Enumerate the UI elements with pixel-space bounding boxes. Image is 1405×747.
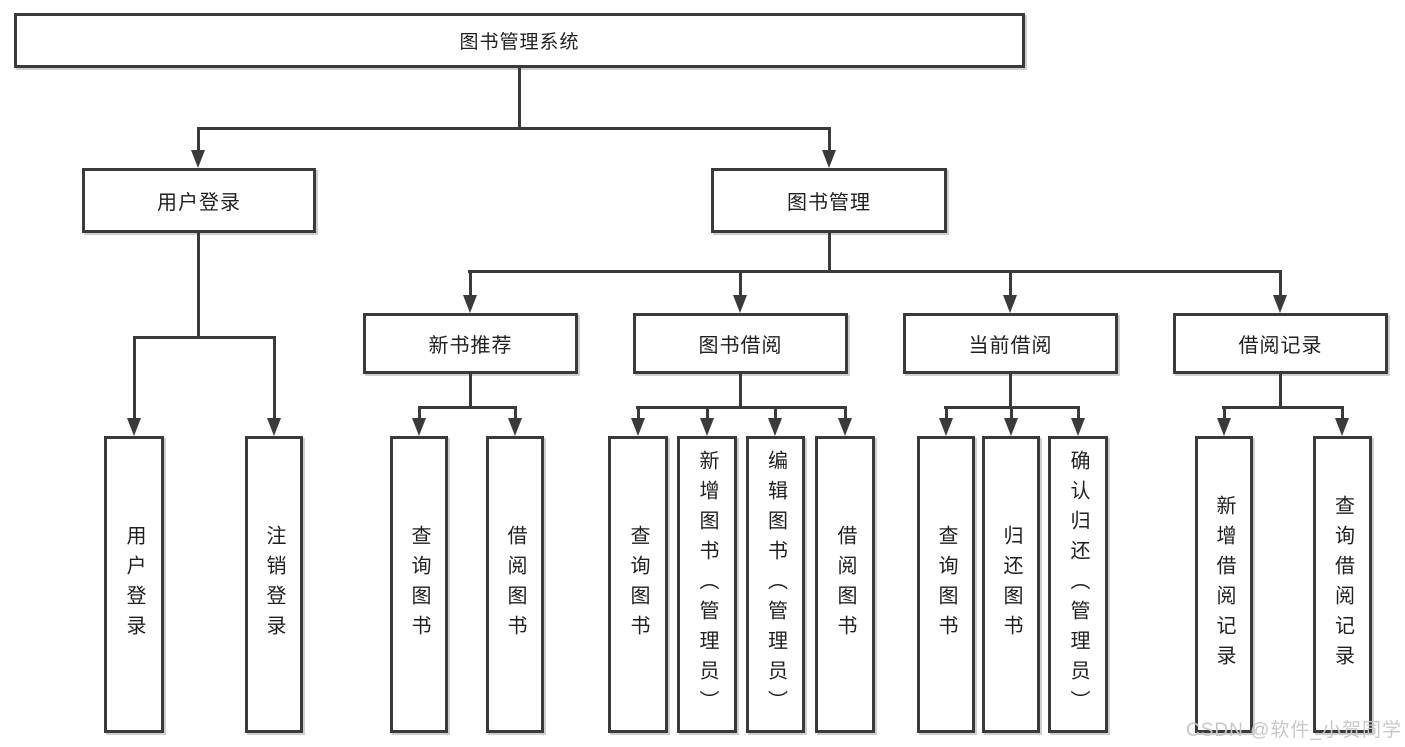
- leaf-borrow-books-recommend: 借阅图书: [486, 436, 544, 733]
- connector-to-leaf: [706, 406, 709, 422]
- arrow-down-icon: [127, 418, 141, 436]
- connector-user-login-stem: [197, 233, 200, 339]
- arrow-down-icon: [822, 150, 836, 168]
- connector-borrow-records-branch: [1222, 406, 1344, 409]
- connector-new-book-branch: [418, 406, 517, 409]
- node-label: 借阅记录: [1238, 335, 1323, 357]
- connector-to-leaf: [1223, 406, 1226, 422]
- arrow-down-icon: [1004, 418, 1018, 436]
- connector-book-management-stem: [828, 233, 831, 273]
- leaf-add-book-admin: 新增图书（管理员）: [677, 436, 737, 733]
- node-book-borrow: 图书借阅: [633, 313, 848, 374]
- connector-to-book-borrow: [739, 270, 742, 297]
- arrow-down-icon: [412, 418, 426, 436]
- leaf-confirm-return-admin: 确认归还（管理员）: [1048, 436, 1108, 733]
- node-label: 当前借阅: [968, 335, 1053, 357]
- arrow-down-icon: [768, 418, 782, 436]
- node-label: 新书推荐: [428, 335, 513, 357]
- arrow-down-icon: [1335, 418, 1349, 436]
- connector-book-borrow-branch: [636, 406, 847, 409]
- arrow-down-icon: [1217, 418, 1231, 436]
- connector-to-leaf: [774, 406, 777, 422]
- leaf-query-books-current: 查询图书: [917, 436, 975, 733]
- leaf-return-book: 归还图书: [982, 436, 1040, 733]
- node-book-management: 图书管理: [711, 168, 947, 233]
- arrow-down-icon: [838, 418, 852, 436]
- connector-to-book-management: [828, 127, 831, 155]
- node-label: 借阅图书: [504, 524, 526, 645]
- leaf-add-borrow-record: 新增借阅记录: [1195, 436, 1253, 733]
- node-label: 编辑图书（管理员）: [764, 449, 787, 720]
- connector-to-user-login: [197, 127, 200, 155]
- connector-to-leaf: [1341, 406, 1344, 422]
- node-current-borrow: 当前借阅: [903, 313, 1118, 374]
- arrow-down-icon: [631, 418, 645, 436]
- node-library-management-system: 图书管理系统: [14, 13, 1025, 68]
- node-label: 用户登录: [123, 524, 145, 645]
- connector-root-branch: [197, 127, 831, 130]
- arrow-down-icon: [939, 418, 953, 436]
- connector-borrow-records-stem: [1279, 374, 1282, 409]
- node-label: 注销登录: [263, 524, 285, 645]
- leaf-query-borrow-record: 查询借阅记录: [1313, 436, 1372, 733]
- connector-book-borrow-stem: [739, 374, 742, 409]
- connector-user-login-branch: [133, 336, 276, 339]
- leaf-user-login: 用户登录: [104, 436, 164, 733]
- node-label: 图书管理系统: [459, 32, 580, 53]
- connector-book-management-branch: [468, 270, 1282, 273]
- node-label: 查询图书: [627, 524, 649, 645]
- leaf-edit-book-admin: 编辑图书（管理员）: [746, 436, 805, 733]
- leaf-query-books-borrow: 查询图书: [608, 436, 668, 733]
- node-label: 查询图书: [408, 524, 430, 645]
- arrow-down-icon: [1273, 295, 1287, 313]
- arrow-down-icon: [1071, 418, 1085, 436]
- connector-to-leaf: [514, 406, 517, 422]
- watermark-text: CSDN @软件_小贺同学: [1186, 720, 1402, 741]
- node-label: 用户登录: [157, 192, 241, 214]
- arrow-down-icon: [463, 295, 477, 313]
- node-new-book-recommend: 新书推荐: [363, 313, 578, 374]
- node-user-login: 用户登录: [82, 168, 316, 233]
- node-label: 借阅图书: [834, 524, 856, 645]
- connector-root-stem: [518, 68, 521, 130]
- arrow-down-icon: [508, 418, 522, 436]
- arrow-down-icon: [700, 418, 714, 436]
- connector-to-leaf: [418, 406, 421, 422]
- node-label: 查询图书: [935, 524, 957, 645]
- arrow-down-icon: [267, 418, 281, 436]
- connector-to-current-borrow: [1009, 270, 1012, 297]
- connector-to-leaf: [1077, 406, 1080, 422]
- connector-to-leaf: [273, 336, 276, 422]
- connector-to-leaf: [637, 406, 640, 422]
- leaf-borrow-books: 借阅图书: [815, 436, 875, 733]
- node-label: 图书借阅: [698, 335, 783, 357]
- node-label: 查询借阅记录: [1331, 494, 1354, 675]
- node-label: 图书管理: [787, 192, 871, 214]
- arrow-down-icon: [733, 295, 747, 313]
- node-label: 归还图书: [1000, 524, 1022, 645]
- arrow-down-icon: [191, 150, 205, 168]
- connector-to-borrow-records: [1279, 270, 1282, 297]
- node-label: 新增借阅记录: [1213, 494, 1235, 675]
- node-borrow-records: 借阅记录: [1173, 313, 1388, 374]
- leaf-query-books-recommend: 查询图书: [390, 436, 448, 733]
- node-label: 新增图书（管理员）: [696, 449, 718, 720]
- connector-current-borrow-stem: [1009, 374, 1012, 409]
- connector-to-leaf: [844, 406, 847, 422]
- connector-new-book-stem: [469, 374, 472, 409]
- leaf-logout: 注销登录: [245, 436, 303, 733]
- connector-to-new-book: [469, 270, 472, 297]
- arrow-down-icon: [1003, 295, 1017, 313]
- connector-to-leaf: [133, 336, 136, 422]
- connector-to-leaf: [1010, 406, 1013, 422]
- connector-to-leaf: [945, 406, 948, 422]
- node-label: 确认归还（管理员）: [1067, 449, 1089, 720]
